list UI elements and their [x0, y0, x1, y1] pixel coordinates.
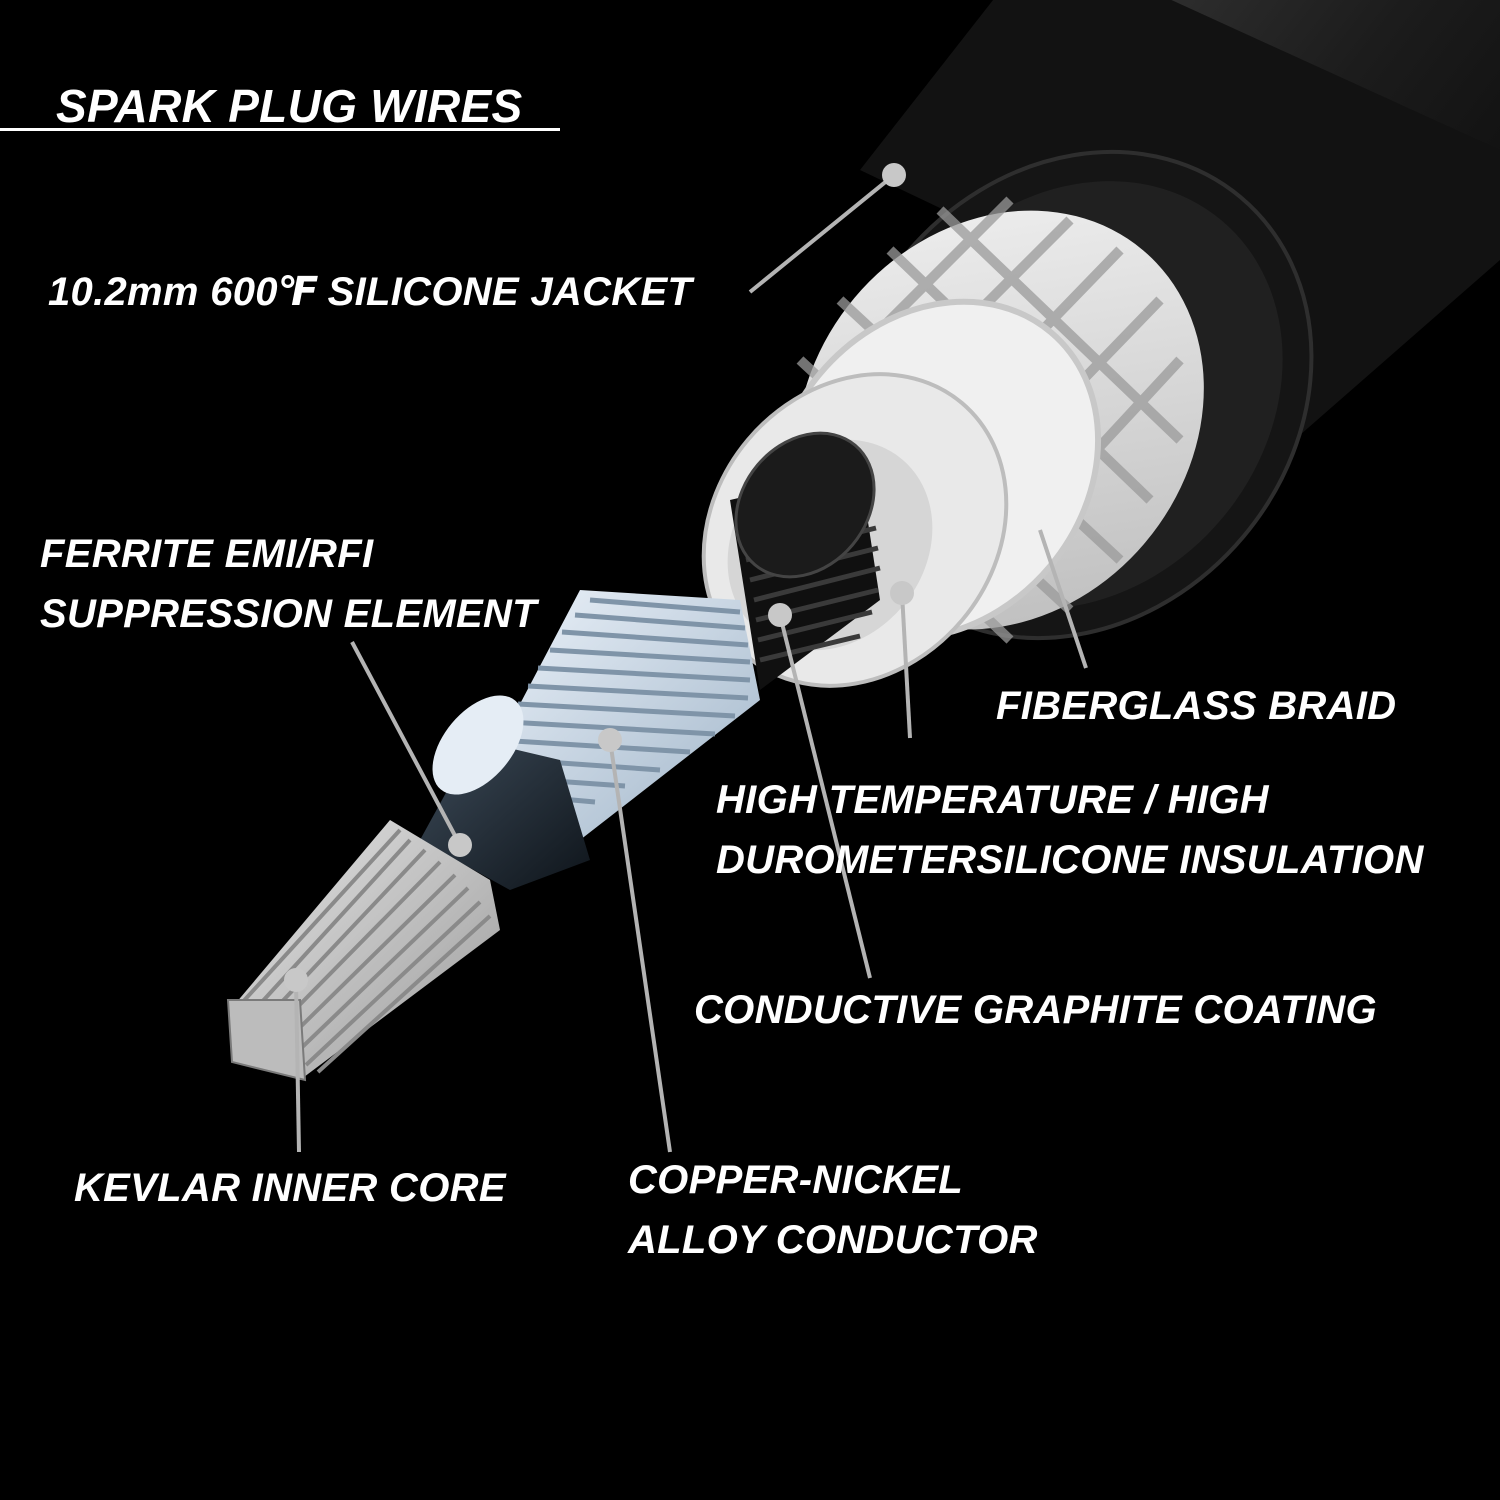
label-graphite-coating: CONDUCTIVE GRAPHITE COATING	[694, 988, 1377, 1032]
graphite-dot	[768, 603, 792, 627]
jacket-dot	[882, 163, 906, 187]
graphite-coating-layer	[730, 431, 881, 690]
braid-leader	[1038, 529, 1088, 669]
ferrite-dot	[448, 833, 472, 857]
kevlar-leader	[294, 979, 301, 1153]
graphite-leader	[778, 614, 872, 979]
label-conductor-line2: ALLOY CONDUCTOR	[628, 1218, 1038, 1262]
conductor-dot	[598, 728, 622, 752]
label-silicone-jacket: 10.2mm 600℉ SILICONE JACKET	[48, 270, 693, 314]
kevlar-dot	[284, 968, 308, 992]
page-title: SPARK PLUG WIRES	[56, 80, 523, 132]
label-insulation-line2: DUROMETERSILICONE INSULATION	[716, 838, 1424, 882]
ferrite-element-layer	[420, 695, 590, 890]
title-underline	[0, 128, 560, 131]
insulation-dot	[890, 581, 914, 605]
label-ferrite-line2: SUPPRESSION ELEMENT	[40, 592, 537, 636]
conductor-leader	[608, 739, 672, 1153]
label-conductor-line1: COPPER-NICKEL	[628, 1158, 964, 1202]
label-kevlar-core: KEVLAR INNER CORE	[74, 1166, 506, 1210]
jacket-leader	[748, 173, 896, 294]
label-insulation-line1: HIGH TEMPERATURE / HIGH	[716, 778, 1269, 822]
label-fiberglass-braid: FIBERGLASS BRAID	[996, 684, 1397, 728]
label-ferrite-line1: FERRITE EMI/RFI	[40, 532, 374, 576]
leader-lines	[284, 163, 1088, 1153]
ferrite-leader	[350, 641, 462, 846]
insulation-leader	[900, 592, 912, 739]
